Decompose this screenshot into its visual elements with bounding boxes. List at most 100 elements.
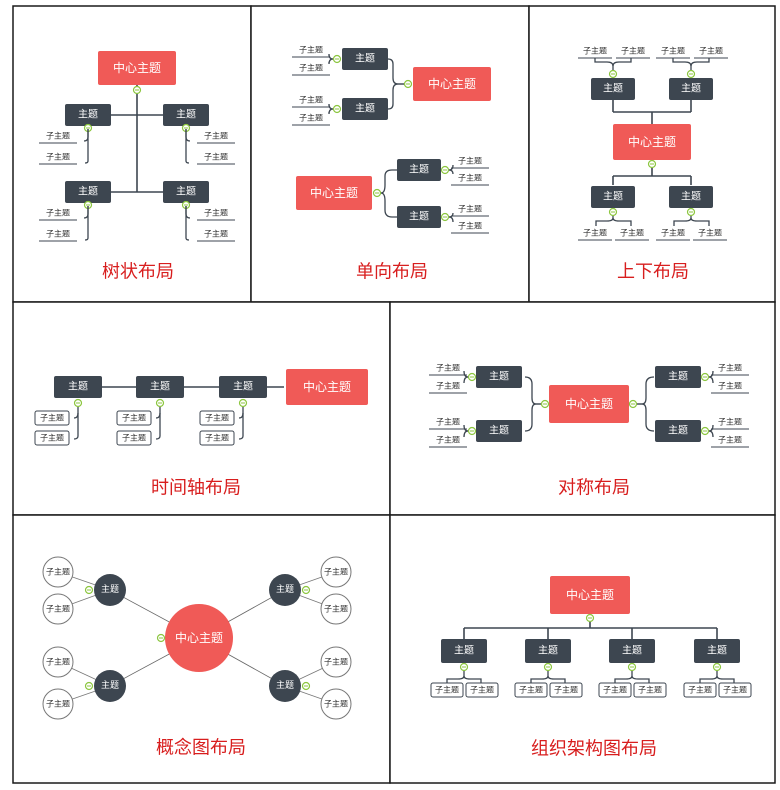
main-topic-node: 主题 bbox=[441, 639, 487, 663]
subtopic-node: 子主题 bbox=[197, 152, 235, 165]
connector-line bbox=[155, 407, 161, 440]
main-topic-label: 主题 bbox=[454, 645, 474, 657]
central-topic-box bbox=[98, 51, 176, 85]
subtopic-circle bbox=[320, 556, 352, 588]
subtopic-label: 子主题 bbox=[46, 208, 70, 218]
subtopic-node: 子主题 bbox=[42, 646, 74, 678]
connector-line bbox=[387, 83, 404, 110]
subtopic-label: 子主题 bbox=[554, 685, 578, 695]
main-topic-label: 主题 bbox=[176, 109, 196, 121]
central-topic-box bbox=[286, 369, 368, 405]
central-topic-node: 中心主题 bbox=[613, 124, 691, 160]
subtopic-label: 子主题 bbox=[299, 45, 323, 55]
subtopic-node: 子主题 bbox=[429, 435, 467, 448]
main-topic-box bbox=[65, 104, 111, 126]
subtopic-box bbox=[34, 410, 70, 426]
main-topic-box bbox=[163, 104, 209, 126]
subtopic-node: 子主题 bbox=[39, 152, 77, 165]
main-topic-circle bbox=[269, 574, 301, 606]
main-topic-node: 主题 bbox=[219, 376, 267, 398]
subtopic-node: 子主题 bbox=[197, 208, 235, 221]
subtopic-circle bbox=[320, 688, 352, 720]
panel-grid bbox=[12, 5, 776, 784]
main-topic-label: 主题 bbox=[233, 381, 253, 393]
connector-line bbox=[238, 407, 244, 440]
subtopic-node: 子主题 bbox=[656, 46, 690, 59]
connector-line bbox=[690, 217, 710, 226]
main-topic-label: 主题 bbox=[489, 371, 509, 383]
subtopic-node: 子主题 bbox=[320, 688, 352, 720]
main-topic-label: 主题 bbox=[101, 583, 119, 595]
connector-line bbox=[448, 216, 454, 223]
connector-line bbox=[328, 108, 334, 115]
subtopic-label: 子主题 bbox=[324, 699, 348, 709]
central-topic-label: 中心主题 bbox=[310, 185, 358, 200]
subtopic-node: 子主题 bbox=[199, 430, 235, 446]
subtopic-node: 子主题 bbox=[693, 228, 727, 241]
subtopic-node: 子主题 bbox=[549, 682, 583, 698]
subtopic-node: 子主题 bbox=[683, 682, 717, 698]
subtopic-node: 子主题 bbox=[39, 229, 77, 242]
connector-line bbox=[84, 129, 89, 164]
main-topic-node: 主题 bbox=[65, 104, 111, 126]
main-topic-label: 主题 bbox=[409, 164, 429, 176]
central-topic-node: 中心主题 bbox=[296, 176, 372, 210]
subtopic-box bbox=[465, 682, 499, 698]
subtopic-node: 子主题 bbox=[711, 363, 749, 376]
main-topic-circle bbox=[94, 670, 126, 702]
subtopic-label: 子主题 bbox=[122, 433, 146, 443]
subtopic-label: 子主题 bbox=[661, 228, 685, 238]
subtopic-node: 子主题 bbox=[429, 363, 467, 376]
subtopic-label: 子主题 bbox=[204, 152, 228, 162]
subtopic-node: 子主题 bbox=[429, 417, 467, 430]
subtopic-label: 子主题 bbox=[718, 435, 742, 445]
main-topic-label: 主题 bbox=[150, 381, 170, 393]
org-chart-diagram: 中心主题主题子主题子主题主题子主题子主题主题子主题子主题主题子主题子主题组织架构… bbox=[430, 576, 752, 760]
central-topic-label: 中心主题 bbox=[628, 134, 676, 149]
central-topic-box bbox=[413, 67, 491, 101]
subtopic-label: 子主题 bbox=[436, 381, 460, 391]
connector-line bbox=[73, 407, 79, 440]
main-topic-node: 主题 bbox=[94, 670, 126, 702]
main-topic-box bbox=[669, 186, 713, 208]
subtopic-node: 子主题 bbox=[451, 204, 489, 217]
subtopic-node: 子主题 bbox=[197, 229, 235, 242]
main-topic-label: 主题 bbox=[489, 425, 509, 437]
subtopic-label: 子主题 bbox=[436, 435, 460, 445]
main-topic-box bbox=[441, 639, 487, 663]
main-topic-label: 主题 bbox=[355, 53, 375, 65]
subtopic-node: 子主题 bbox=[430, 682, 464, 698]
main-topic-node: 主题 bbox=[609, 639, 655, 663]
main-topic-label: 主题 bbox=[409, 211, 429, 223]
connector-line bbox=[708, 430, 714, 438]
panel-title: 树状布局 bbox=[102, 262, 174, 283]
main-topic-label: 主题 bbox=[681, 191, 701, 203]
subtopic-label: 子主题 bbox=[583, 228, 607, 238]
central-topic-node: 中心主题 bbox=[549, 385, 629, 423]
subtopic-label: 子主题 bbox=[299, 113, 323, 123]
main-topic-label: 主题 bbox=[668, 371, 688, 383]
main-topic-label: 主题 bbox=[603, 83, 623, 95]
connector-line bbox=[524, 403, 541, 432]
connector-line bbox=[380, 169, 397, 194]
subtopic-box bbox=[549, 682, 583, 698]
subtopic-node: 子主题 bbox=[292, 95, 330, 108]
subtopic-node: 子主题 bbox=[199, 410, 235, 426]
subtopic-box bbox=[633, 682, 667, 698]
subtopic-label: 子主题 bbox=[204, 229, 228, 239]
connector-line bbox=[73, 412, 79, 419]
central-topic-label: 中心主题 bbox=[566, 587, 614, 602]
main-topic-label: 主题 bbox=[276, 679, 294, 691]
main-topic-box bbox=[591, 186, 635, 208]
subtopic-node: 子主题 bbox=[320, 593, 352, 625]
main-topic-label: 主题 bbox=[538, 645, 558, 657]
subtopic-box bbox=[598, 682, 632, 698]
main-topic-node: 主题 bbox=[591, 78, 635, 100]
connector-line bbox=[631, 675, 650, 683]
central-topic-label: 中心主题 bbox=[303, 379, 351, 394]
connector-line bbox=[185, 206, 191, 219]
central-topic-box bbox=[613, 124, 691, 160]
subtopic-label: 子主题 bbox=[621, 46, 645, 56]
